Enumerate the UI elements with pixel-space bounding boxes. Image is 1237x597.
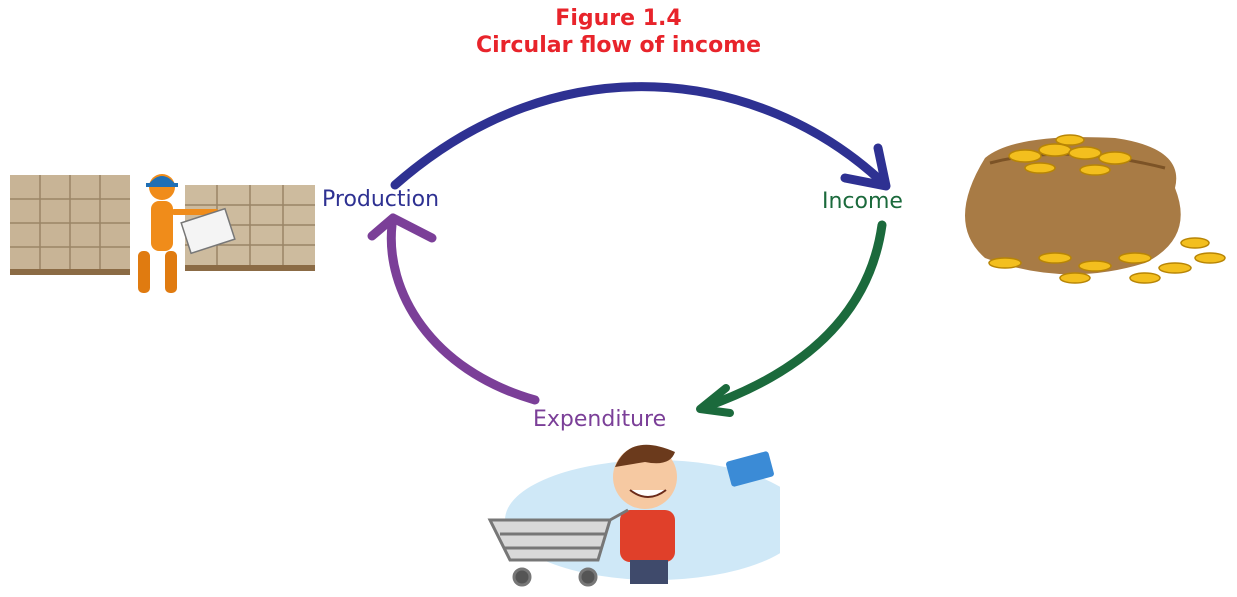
shopper-figure-icon bbox=[613, 444, 677, 584]
warehouse-worker-illustration bbox=[10, 174, 315, 293]
expenditure-label: Expenditure bbox=[533, 407, 667, 432]
figure-number: Figure 1.4 bbox=[555, 6, 682, 31]
money-sack-icon bbox=[965, 137, 1181, 275]
shopper-illustration bbox=[487, 444, 780, 587]
arrow-expenditure-to-production bbox=[367, 213, 540, 405]
income-label: Income bbox=[822, 189, 903, 214]
worker-figure-icon bbox=[138, 174, 236, 293]
gold-coins-icon bbox=[988, 134, 1226, 284]
arrow-production-to-income bbox=[390, 82, 891, 191]
shopping-cart-icon bbox=[487, 508, 629, 587]
arrow-income-to-expenditure bbox=[696, 220, 887, 417]
production-label: Production bbox=[322, 187, 440, 212]
figure-title: Circular flow of income bbox=[475, 33, 762, 58]
coin-sack-illustration bbox=[965, 134, 1226, 284]
credit-card-icon bbox=[726, 451, 774, 487]
